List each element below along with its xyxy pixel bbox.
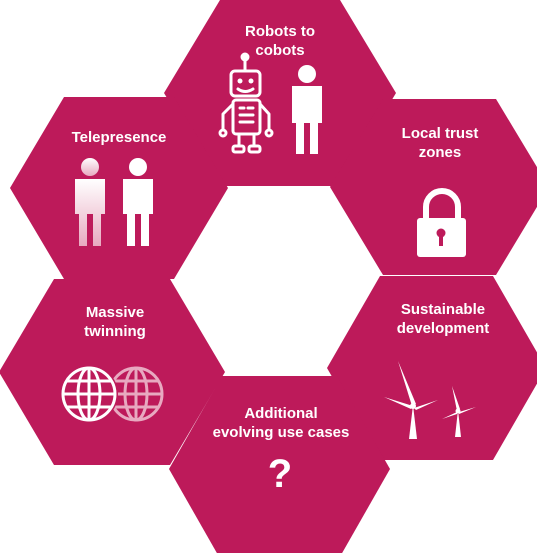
label-telepresence: Telepresence xyxy=(71,129,167,146)
padlock-icon xyxy=(417,188,466,257)
label-local-trust-zones: Local trust zones xyxy=(401,125,479,161)
hexagon-sustainable-development xyxy=(327,276,537,460)
wind-turbines-icon xyxy=(384,361,476,439)
hexagon-robots-to-cobots xyxy=(164,0,396,186)
label-massive-twinning: Massive twinning xyxy=(84,304,146,340)
hexagon-additional-use-cases xyxy=(169,376,390,553)
label-sustainable-development: Sustainable development xyxy=(396,301,490,337)
two-people-icon xyxy=(75,158,153,246)
human-icon xyxy=(292,65,322,154)
label-robots-to-cobots: Robots to cobots xyxy=(245,23,315,59)
hexagon-local-trust-zones xyxy=(330,99,537,275)
hexagon-massive-twinning xyxy=(0,279,225,465)
label-additional-use-cases: Additional evolving use cases xyxy=(212,405,350,441)
twin-globes-icon xyxy=(60,365,164,423)
hexagon-telepresence xyxy=(10,97,228,279)
robot-icon xyxy=(218,52,274,154)
question-mark-icon: ? xyxy=(267,452,293,496)
